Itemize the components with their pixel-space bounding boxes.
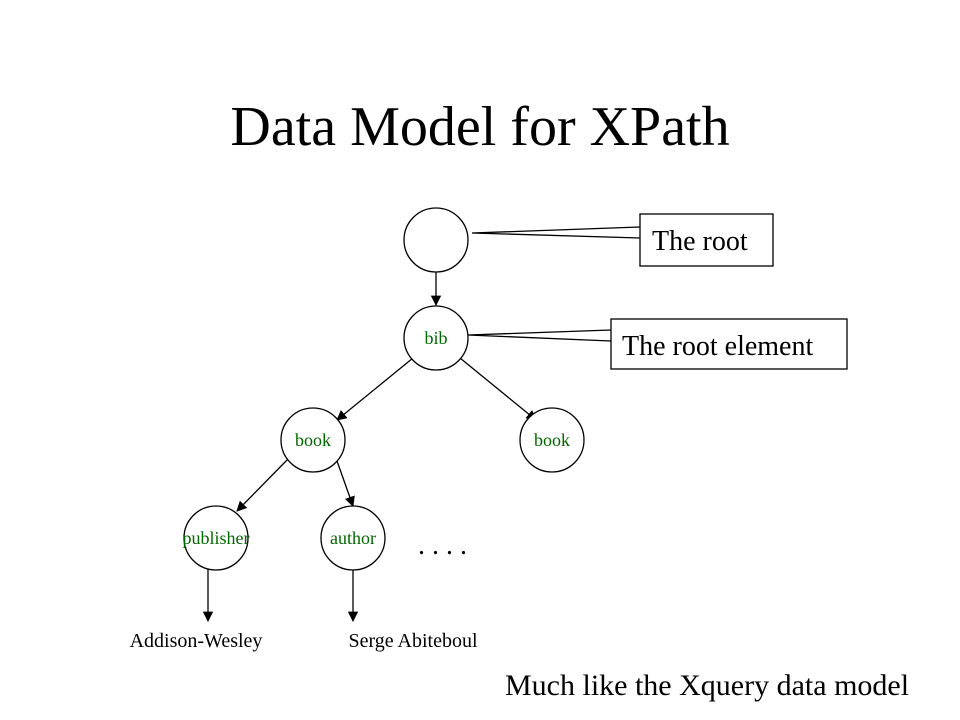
node-label-author: author [330,528,376,548]
node-bib [403,305,469,371]
ellipsis: . . . . [418,530,467,561]
node-book-1 [280,407,346,473]
callout-box-root [639,213,774,267]
edge-book1-publisher [236,457,290,512]
node-label-publisher: publisher [183,528,250,548]
node-label-book-1: book [295,430,331,450]
footer-note: Much like the Xquery data model [505,669,910,702]
edge-bib-book1 [336,357,414,421]
leaf-author-value: Serge Abiteboul [348,630,478,652]
node-book-2 [519,407,585,473]
edge-bib-book2 [459,357,537,421]
callout-pointer-root-element [467,329,612,342]
node-author [320,505,386,571]
node-label-book-2: book [534,430,570,450]
node-publisher [183,505,249,571]
callout-text-root-element: The root element [622,331,813,362]
callout-box-root-element [610,318,848,370]
callout-pointer-root [471,226,641,239]
edge-book1-author [336,460,355,507]
leaf-publisher-value: Addison-Wesley [130,630,263,652]
slide-title: Data Model for XPath [230,96,730,158]
callout-text-root: The root [652,226,748,257]
node-root [403,207,469,273]
node-label-bib: bib [424,328,447,348]
